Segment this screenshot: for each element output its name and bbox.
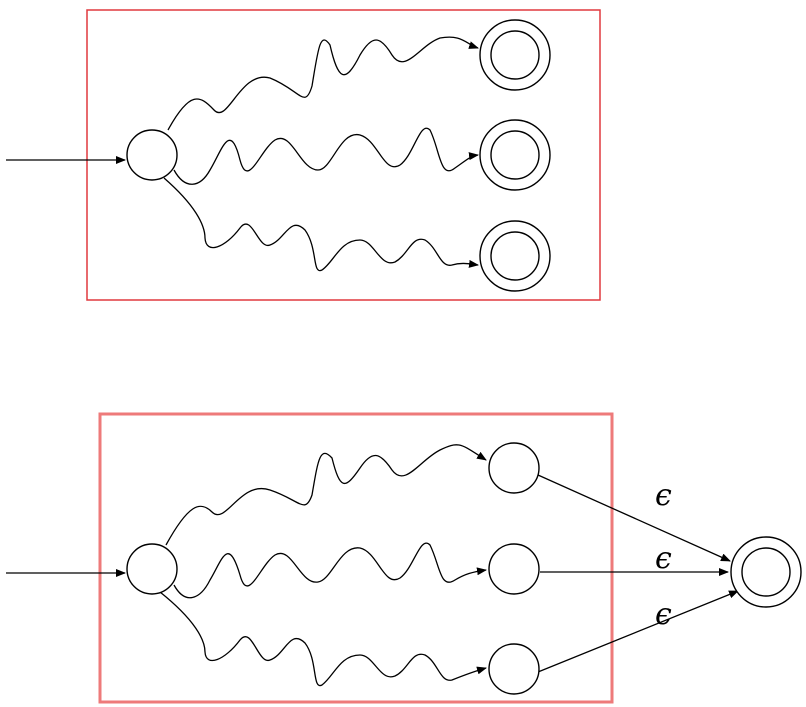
bottom-wavy-path-3 (159, 591, 487, 686)
bottom-wavy-path-1 (165, 444, 487, 546)
bottom-diagram-frame (98, 412, 614, 704)
top-diagram (6, 9, 601, 301)
bottom-inner-state-3 (488, 643, 540, 695)
epsilon-label-1: ϵ (655, 478, 672, 513)
bottom-diagram: ϵ ϵ ϵ (6, 412, 802, 704)
top-start-state (126, 129, 178, 181)
epsilon-label-3: ϵ (655, 597, 672, 632)
top-final-state-1 (479, 19, 551, 91)
bottom-wavy-path-2 (173, 542, 487, 599)
top-final-state-3 (479, 220, 551, 292)
top-wavy-path-3 (163, 177, 479, 272)
bottom-start-state (126, 543, 178, 595)
top-wavy-path-1 (167, 36, 479, 131)
epsilon-edge-1 (537, 474, 731, 562)
epsilon-edge-3 (537, 590, 739, 673)
bottom-new-final-state (730, 536, 802, 608)
bottom-inner-state-2 (488, 543, 540, 595)
bottom-inner-state-1 (488, 442, 540, 494)
epsilon-label-2: ϵ (655, 541, 672, 576)
top-diagram-frame (86, 9, 601, 301)
top-wavy-path-2 (173, 127, 479, 185)
top-final-state-2 (479, 119, 551, 191)
